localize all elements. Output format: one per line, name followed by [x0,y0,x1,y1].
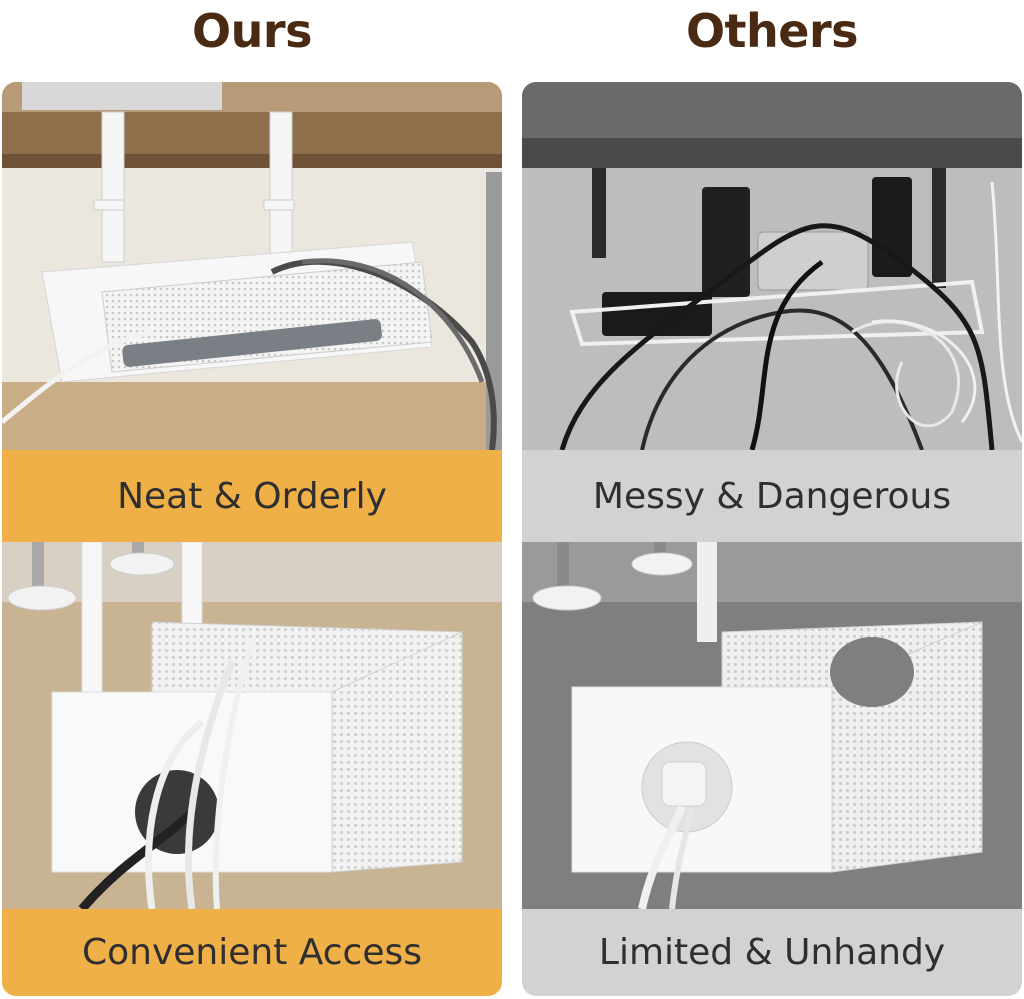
ours-bottom-caption: Convenient Access [81,932,422,973]
others-comparison-card: Messy & Dangerous [522,82,1022,996]
others-messy-tray-photo [522,82,1022,450]
others-limited-access-photo [522,542,1022,909]
ours-convenient-access-photo [2,542,502,909]
others-bottom-caption: Limited & Unhandy [598,932,946,973]
ours-heading: Ours [192,4,312,58]
others-top-caption: Messy & Dangerous [592,475,952,517]
ours-neat-tray-photo [2,82,502,450]
ours-top-caption: Neat & Orderly [117,475,387,517]
ours-comparison-card: Neat & Orderly [2,82,502,996]
others-heading: Others [685,4,859,58]
